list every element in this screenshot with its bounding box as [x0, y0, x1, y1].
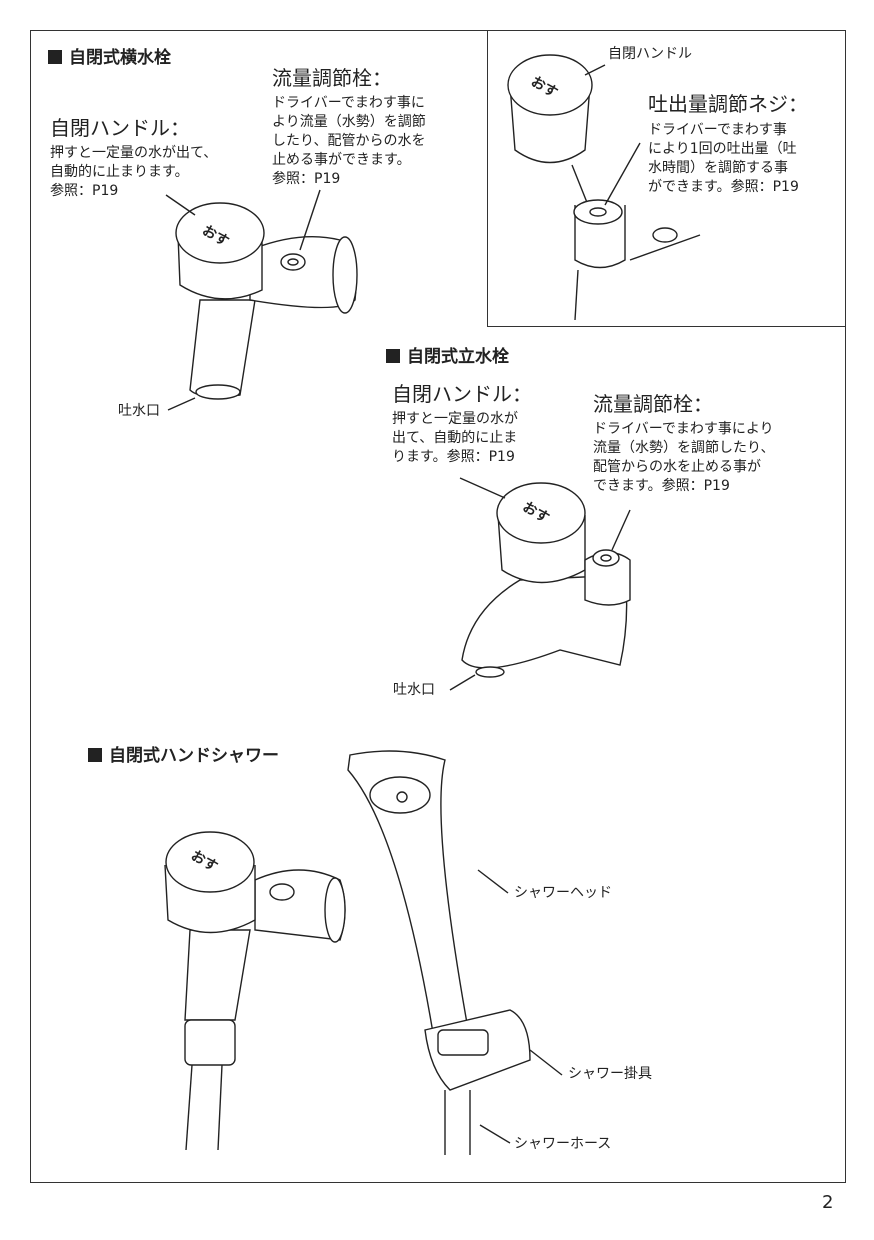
inset-handle-label: 自閉ハンドル: [608, 46, 692, 62]
discharge-screw-title: 吐出量調節ネジ：: [648, 92, 808, 116]
shower-hose-label: シャワーホース: [514, 1136, 612, 1152]
section-title-yoko: 自閉式横水栓: [48, 48, 171, 69]
flow-valve-title: 流量調節栓：: [593, 392, 713, 416]
page-number: 2: [822, 1192, 834, 1213]
section-title-tate: 自閉式立水栓: [386, 347, 509, 368]
discharge-screw-description: ドライバーでまわす事 により1回の吐出量（吐 水時間）を調節する事 ができます。…: [648, 122, 799, 195]
inset-handle-drawing: [507, 54, 701, 321]
spout-label: 吐水口: [118, 403, 160, 419]
flow-valve-description: ドライバーでまわす事により 流量（水勢）を調節したり、 配管からの水を止める事が…: [593, 421, 775, 494]
detail-inset-frame: [487, 30, 845, 327]
page-frame: [30, 30, 846, 1183]
handle-description: 押すと一定量の水が 出て、自動的に止ま ります。参照：P19: [392, 411, 518, 465]
section-title-shower: 自閉式ハンドシャワー: [88, 746, 279, 767]
handle-description: 押すと一定量の水が出て、 自動的に止まります。 参照：P19: [50, 145, 218, 199]
standing-faucet-drawing: [449, 477, 631, 691]
flow-valve-title: 流量調節栓：: [272, 66, 392, 90]
spout-label: 吐水口: [393, 682, 435, 698]
shower-faucet-drawing: [164, 750, 563, 1155]
shower-head-label: シャワーヘッド: [514, 885, 612, 901]
shower-holder-label: シャワー掛具: [568, 1066, 652, 1082]
handle-title: 自閉ハンドル：: [392, 382, 532, 406]
horizontal-faucet-drawing: [165, 189, 358, 411]
flow-valve-description: ドライバーでまわす事に より流量（水勢）を調節 したり、配管からの水を 止める事…: [272, 95, 426, 187]
handle-title: 自閉ハンドル：: [50, 116, 190, 140]
